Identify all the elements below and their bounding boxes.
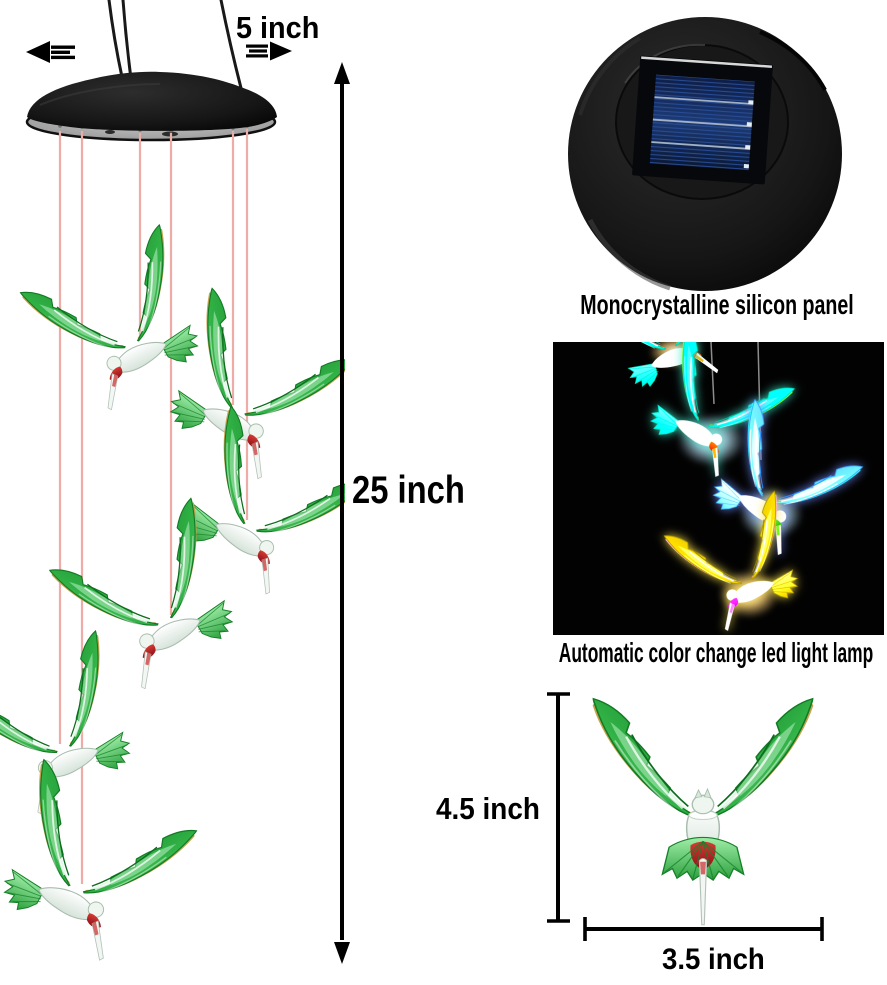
ornament-height-label: 4.5 inch — [436, 791, 540, 826]
ornament-width-line — [583, 917, 824, 941]
led-lamp-photo — [553, 342, 884, 635]
width-arrow-right-icon — [246, 41, 292, 61]
solar-top-dome — [27, 71, 277, 131]
ornament-height-line — [547, 692, 570, 923]
width-arrow-left-icon — [26, 41, 75, 63]
solar-panel-photo — [568, 17, 842, 291]
hummingbird-ornaments — [0, 225, 345, 974]
chime-top-housing — [25, 71, 277, 142]
solar-panel-caption: Monocrystalline silicon panel — [580, 289, 854, 320]
hummingbird-ornament — [21, 225, 223, 423]
ornament-width-label: 3.5 inch — [662, 943, 765, 976]
length-arrow-icon — [334, 62, 350, 964]
hummingbird-ornament — [145, 288, 345, 492]
width-arrows — [26, 41, 292, 63]
hummingbird-detail — [593, 699, 812, 925]
wind-chime-photo — [0, 0, 345, 985]
led-lamp-caption: Automatic color change led light lamp — [558, 637, 874, 668]
solar-cell — [632, 55, 773, 185]
top-width-label: 5 inch — [236, 10, 320, 45]
hummingbird-ornament — [0, 760, 196, 974]
hummingbird-ornament — [0, 631, 155, 826]
total-length-label: 25 inch — [352, 469, 465, 512]
hanging-cords — [107, 0, 243, 90]
ornament-detail-photo — [547, 692, 824, 941]
